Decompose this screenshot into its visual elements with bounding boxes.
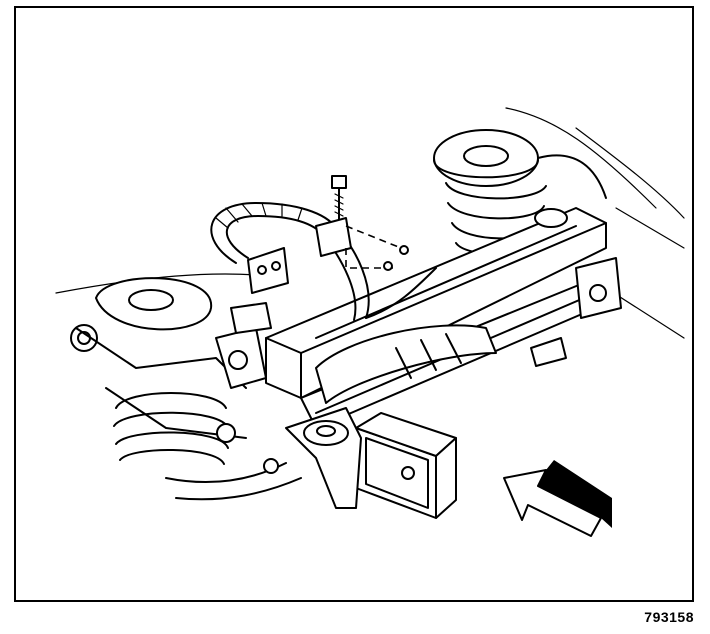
figure-number: 793158 bbox=[644, 609, 694, 625]
bolt-install bbox=[315, 175, 409, 271]
front-bracket bbox=[285, 407, 362, 509]
left-coil-spring bbox=[70, 277, 229, 465]
arrow-front-icon bbox=[503, 460, 612, 537]
left-control-arm bbox=[75, 327, 302, 501]
left-mount bbox=[215, 302, 272, 389]
front-suspension-crossmember-diagram bbox=[55, 107, 685, 537]
crossmember bbox=[265, 207, 607, 429]
oil-pan bbox=[315, 324, 497, 404]
harness-bracket bbox=[247, 247, 289, 294]
diagram-frame bbox=[14, 6, 694, 602]
right-mount bbox=[530, 208, 622, 367]
frame-box-end bbox=[355, 412, 457, 519]
